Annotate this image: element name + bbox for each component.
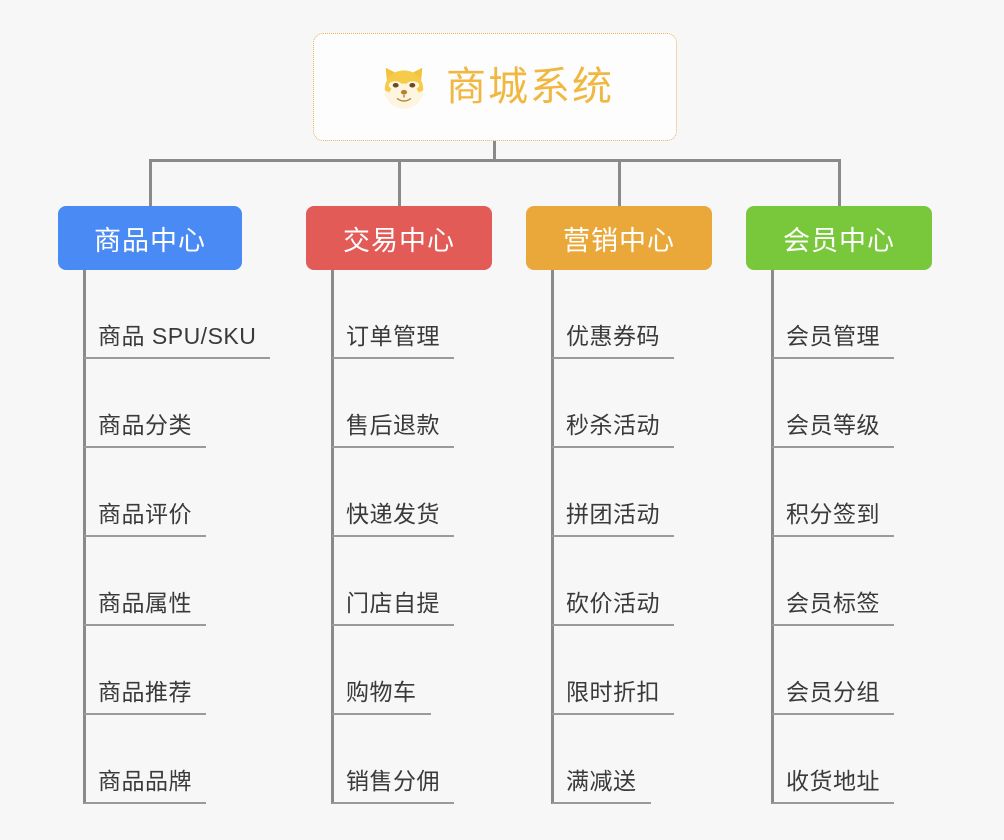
leaf-label: 拼团活动 [552,503,674,537]
branch-header-1[interactable]: 商品中心 [58,206,242,270]
leaf-item[interactable]: 收货地址 [772,715,932,804]
leaf-label: 会员分组 [772,681,894,715]
connector-horizontal-bus [149,159,840,162]
branch-column-1: 商品中心 商品 SPU/SKU 商品分类 商品评价 商品属性 商品推荐 商品品牌 [58,206,271,804]
root-node[interactable]: 商城系统 [313,33,677,141]
leaf-label: 砍价活动 [552,592,674,626]
leaf-spine-1 [83,270,86,804]
leaf-label: 快递发货 [332,503,454,537]
leaf-item[interactable]: 商品分类 [84,359,242,448]
connector-drop-3 [618,159,621,206]
leaf-item[interactable]: 销售分佣 [332,715,492,804]
leaf-label: 商品品牌 [84,770,206,804]
leaf-label: 商品推荐 [84,681,206,715]
leaf-label: 订单管理 [332,325,454,359]
leaf-item[interactable]: 商品属性 [84,537,242,626]
leaf-list-3: 优惠券码 秒杀活动 拼团活动 砍价活动 限时折扣 满减送 [526,270,712,804]
leaf-label: 销售分佣 [332,770,454,804]
leaf-item[interactable]: 会员等级 [772,359,932,448]
leaf-label: 优惠券码 [552,325,674,359]
branch-header-3[interactable]: 营销中心 [526,206,712,270]
leaf-item[interactable]: 商品品牌 [84,715,242,804]
leaf-label: 满减送 [552,770,651,804]
branch-column-3: 营销中心 优惠券码 秒杀活动 拼团活动 砍价活动 限时折扣 满减送 [526,206,712,804]
leaf-spine-2 [331,270,334,804]
leaf-item[interactable]: 砍价活动 [552,537,712,626]
leaf-item[interactable]: 秒杀活动 [552,359,712,448]
leaf-item[interactable]: 订单管理 [332,270,492,359]
leaf-list-1: 商品 SPU/SKU 商品分类 商品评价 商品属性 商品推荐 商品品牌 [58,270,271,804]
leaf-item[interactable]: 商品评价 [84,448,242,537]
leaf-list-2: 订单管理 售后退款 快递发货 门店自提 购物车 销售分佣 [306,270,492,804]
connector-drop-1 [149,159,152,206]
leaf-item[interactable]: 会员分组 [772,626,932,715]
leaf-label: 商品 SPU/SKU [84,325,271,359]
root-title: 商城系统 [446,65,614,109]
leaf-item[interactable]: 满减送 [552,715,712,804]
connector-root-stem [493,141,496,162]
leaf-label: 购物车 [332,681,431,715]
leaf-spine-3 [551,270,554,804]
leaf-label: 秒杀活动 [552,414,674,448]
leaf-label: 会员管理 [772,325,894,359]
leaf-item[interactable]: 门店自提 [332,537,492,626]
leaf-item[interactable]: 售后退款 [332,359,492,448]
connector-drop-4 [838,159,841,206]
branch-header-2[interactable]: 交易中心 [306,206,492,270]
leaf-label: 积分签到 [772,503,894,537]
leaf-item[interactable]: 快递发货 [332,448,492,537]
leaf-list-4: 会员管理 会员等级 积分签到 会员标签 会员分组 收货地址 [746,270,932,804]
leaf-item[interactable]: 会员管理 [772,270,932,359]
leaf-label: 商品评价 [84,503,206,537]
leaf-label: 商品属性 [84,592,206,626]
leaf-label: 收货地址 [772,770,894,804]
leaf-item[interactable]: 拼团活动 [552,448,712,537]
branch-column-4: 会员中心 会员管理 会员等级 积分签到 会员标签 会员分组 收货地址 [746,206,932,804]
branch-header-4[interactable]: 会员中心 [746,206,932,270]
leaf-label: 会员等级 [772,414,894,448]
leaf-item[interactable]: 商品推荐 [84,626,242,715]
leaf-item[interactable]: 会员标签 [772,537,932,626]
leaf-spine-4 [771,270,774,804]
leaf-label: 限时折扣 [552,681,674,715]
branch-column-2: 交易中心 订单管理 售后退款 快递发货 门店自提 购物车 销售分佣 [306,206,492,804]
shiba-dog-face-icon [376,59,432,115]
leaf-label: 门店自提 [332,592,454,626]
leaf-label: 商品分类 [84,414,206,448]
leaf-item[interactable]: 积分签到 [772,448,932,537]
leaf-item[interactable]: 限时折扣 [552,626,712,715]
leaf-label: 售后退款 [332,414,454,448]
leaf-label: 会员标签 [772,592,894,626]
leaf-item[interactable]: 优惠券码 [552,270,712,359]
leaf-item[interactable]: 商品 SPU/SKU [84,270,271,359]
leaf-item[interactable]: 购物车 [332,626,492,715]
connector-drop-2 [398,159,401,206]
